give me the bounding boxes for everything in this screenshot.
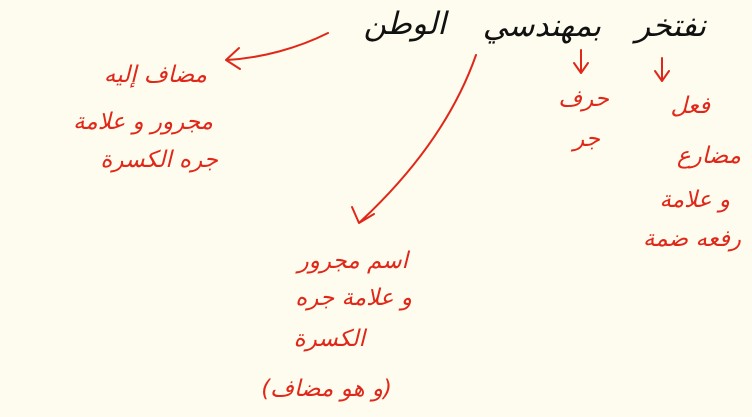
- engineers-label-line4: (و هو مضاف): [261, 376, 392, 402]
- homeland-label-line3: جره الكسرة: [100, 147, 218, 173]
- arrow-to-engineers-label: [351, 54, 477, 224]
- engineers-label-line2: و علامة جره: [295, 285, 412, 311]
- homeland-label-line1: مضاف إليه: [104, 62, 207, 88]
- arrow-to-preposition-label: [573, 49, 589, 74]
- engineers-label-line3: الكسرة: [294, 326, 368, 352]
- arrow-to-verb-label: [654, 57, 670, 82]
- homeland-label-line2: مجرور و علامة: [73, 109, 213, 135]
- arrow-to-homeland-label: [225, 32, 329, 70]
- sentence-word-verb: نفتخر: [631, 8, 707, 44]
- verb-label-line3: و علامة: [659, 187, 730, 213]
- engineers-label-line1: اسم مجرور: [295, 248, 411, 274]
- verb-label-line4: رفعه ضمة: [643, 226, 741, 252]
- preposition-label-line2: جر: [570, 126, 601, 152]
- preposition-label-line1: حرف: [558, 86, 610, 112]
- verb-label-line1: فعل: [670, 93, 711, 119]
- sentence-word-engineers: بمهندسي: [483, 8, 602, 44]
- sentence-word-homeland: الوطن: [364, 6, 450, 42]
- verb-label-line2: مضارع: [677, 143, 741, 169]
